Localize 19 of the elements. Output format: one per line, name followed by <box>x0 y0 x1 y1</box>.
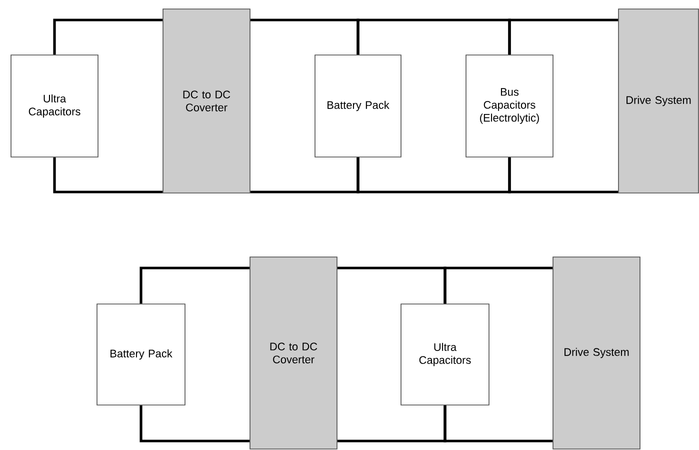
block-box: DC to DC Coverter <box>250 256 338 450</box>
block-box: Ultra Capacitors <box>400 304 490 406</box>
wire <box>53 18 163 55</box>
wire <box>508 157 618 194</box>
block-box: Drive System <box>618 8 699 194</box>
block-box: Bus Capacitors (Electrolytic) <box>466 54 554 158</box>
wire <box>356 18 511 55</box>
wire <box>53 157 163 194</box>
block-box: Ultra Capacitors <box>10 54 98 158</box>
block-box: DC to DC Coverter <box>162 8 250 194</box>
wire <box>140 266 250 304</box>
wire <box>444 405 553 442</box>
wire <box>508 18 618 55</box>
block-box: Drive System <box>552 256 640 450</box>
block-box: Battery Pack <box>96 304 186 406</box>
wire <box>356 157 511 194</box>
block-box: Battery Pack <box>314 54 402 158</box>
wire <box>444 266 553 304</box>
wire <box>140 405 250 442</box>
